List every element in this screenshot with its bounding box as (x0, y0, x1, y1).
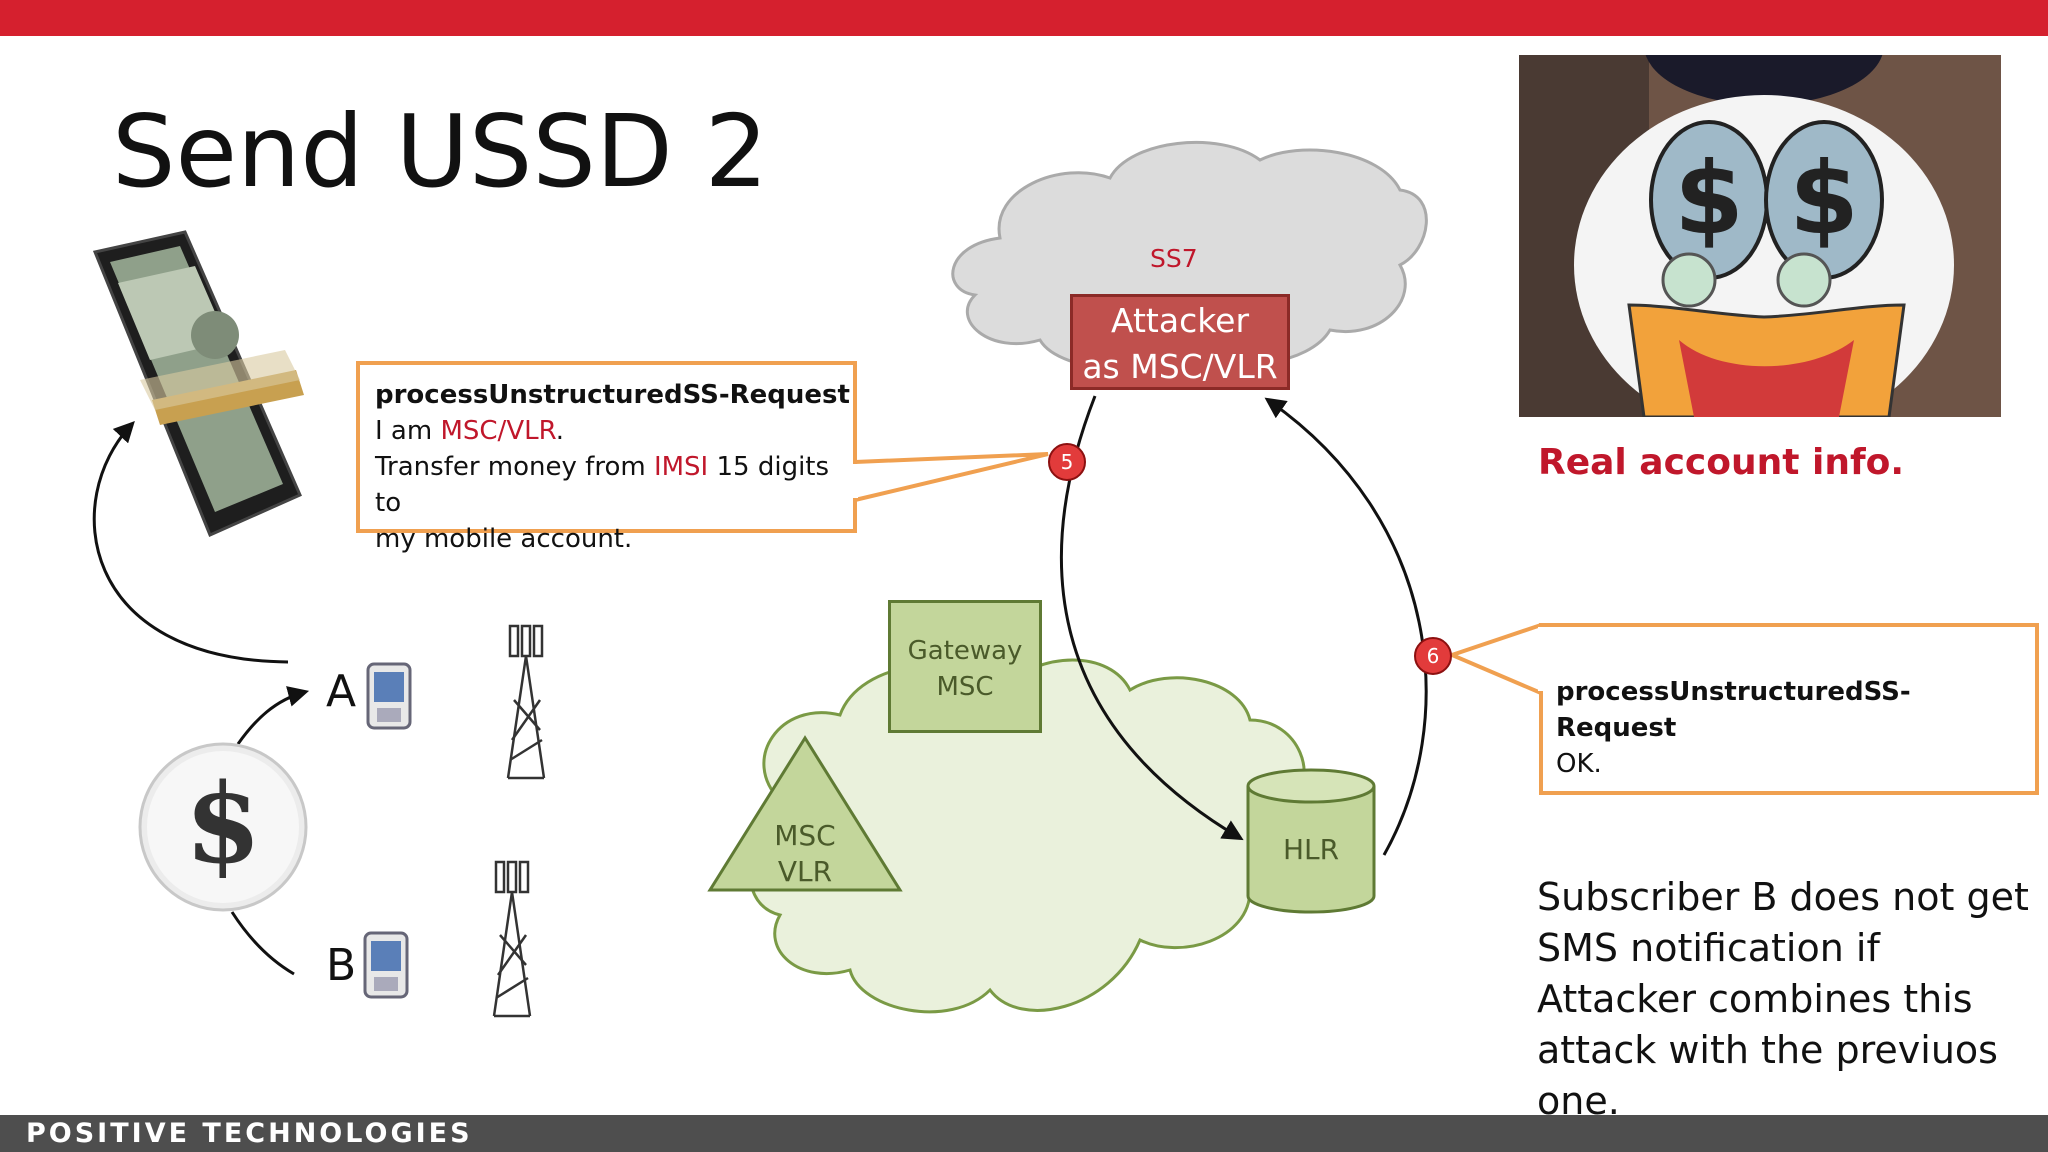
msc-vlr-triangle (707, 735, 903, 892)
cell-tower-icon (506, 624, 546, 780)
callout-response-text: processUnstructuredSS-Request OK. (1556, 674, 1996, 782)
svg-text:$: $ (1789, 140, 1859, 257)
page-title: Send USSD 2 (112, 93, 769, 210)
callout-request-line4: my mobile account. (375, 524, 633, 554)
svg-text:$: $ (1674, 140, 1744, 257)
gateway-label-line1: Gateway (907, 636, 1023, 666)
callout-response-box (1539, 623, 2039, 795)
arrow-a-to-phone (92, 420, 289, 664)
msc-label-line2: VLR (777, 855, 833, 888)
gateway-msc-node: Gateway MSC (888, 600, 1042, 733)
attacker-node: Attacker as MSC/VLR (1070, 294, 1290, 390)
callout-request-box (356, 361, 857, 533)
step-6-marker: 6 (1414, 637, 1452, 675)
callout-response-heading: processUnstructuredSS-Request (1556, 677, 1911, 743)
callout-request-line3: Transfer money from IMSI 15 digits to (375, 452, 830, 518)
callout-request-text: processUnstructuredSS-Request I am MSC/V… (375, 377, 855, 557)
svg-text:$: $ (185, 759, 262, 888)
hlr-database-icon (1246, 768, 1376, 914)
hlr-label: HLR (1282, 833, 1340, 866)
arrow-hlr-to-attacker (1264, 397, 1428, 856)
gateway-label-line2: MSC (936, 672, 994, 702)
arrow-coin-to-a (236, 686, 310, 745)
bottom-bar (0, 1115, 2048, 1152)
brand-logo-text: POSITIVE TECHNOLOGIES (26, 1118, 473, 1149)
cartoon-duck-picture: $ $ (1519, 55, 2001, 417)
dollar-coin-icon: $ (138, 742, 308, 912)
callout-request-pointer (854, 452, 1049, 502)
subscriber-a-label: A (326, 666, 357, 717)
callout-request-heading: processUnstructuredSS-Request (375, 380, 850, 410)
step-5-marker: 5 (1048, 443, 1086, 481)
cell-tower-icon (492, 860, 532, 1018)
msc-vlr-label: MSC VLR (765, 818, 845, 890)
smartphone-money-icon (92, 230, 304, 537)
top-accent-bar (0, 0, 2048, 36)
attacker-label-line1: Attacker (1110, 301, 1250, 340)
callout-response-pointer (1446, 623, 1542, 695)
callout-response-body: OK. (1556, 749, 1602, 779)
msc-label-line1: MSC (774, 819, 836, 852)
mobile-phone-icon (363, 931, 409, 999)
callout-request-line2: I am MSC/VLR. (375, 416, 564, 446)
line-coin-to-b (230, 911, 295, 976)
mobile-phone-icon (366, 662, 412, 730)
subscriber-b-label: B (326, 940, 357, 991)
attacker-label-line2: as MSC/VLR (1082, 347, 1278, 386)
ss7-label: SS7 (1150, 244, 1198, 273)
real-account-info: Real account info. (1538, 442, 1905, 483)
subscriber-note: Subscriber B does not get SMS notificati… (1537, 875, 2029, 1123)
